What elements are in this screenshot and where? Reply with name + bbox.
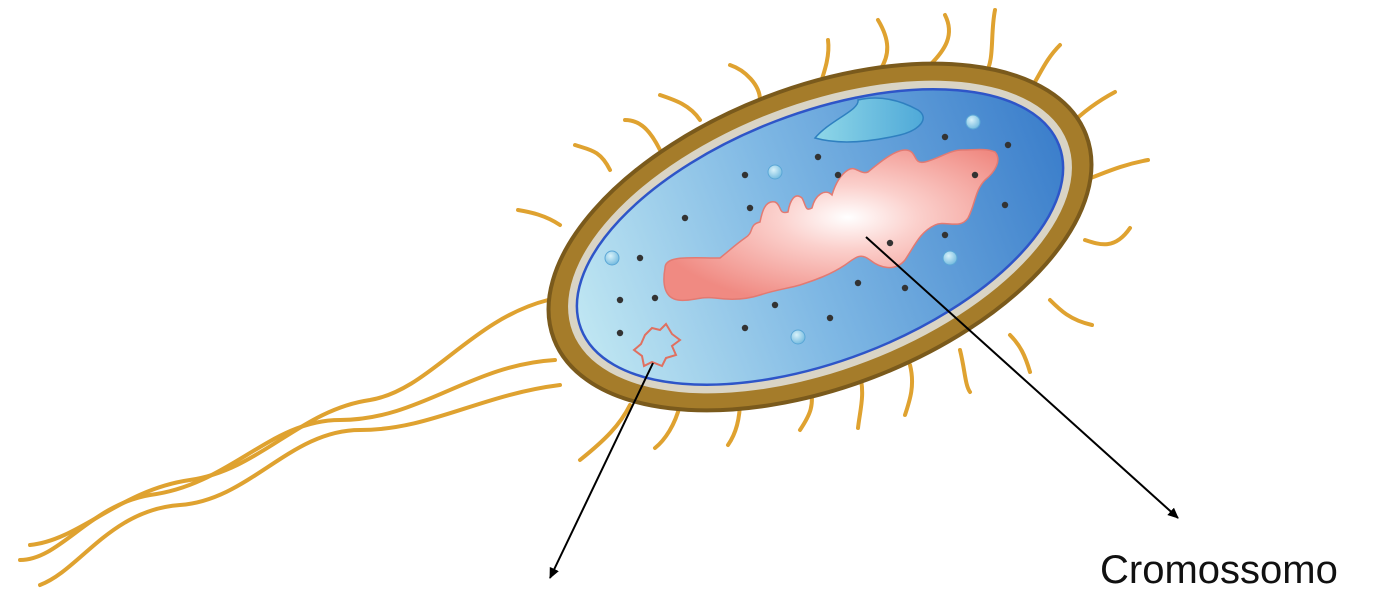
flagella: [20, 300, 560, 585]
plasmid-arrow: [550, 363, 653, 578]
chromosome-label: Cromossomo: [1100, 548, 1338, 592]
